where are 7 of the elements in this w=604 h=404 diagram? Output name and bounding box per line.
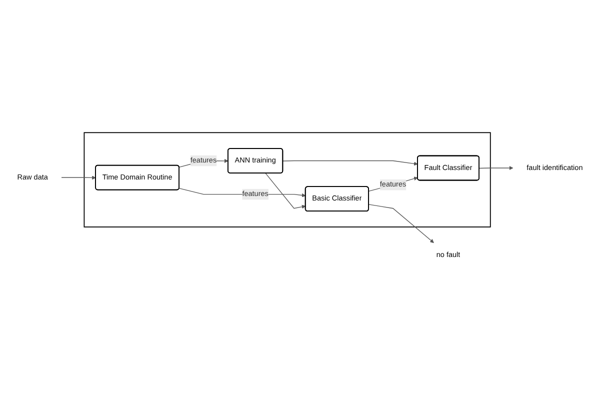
cluster	[84, 132, 491, 228]
arrow	[478, 166, 514, 170]
arrow	[265, 172, 306, 209]
arrow	[368, 204, 434, 244]
arrow	[368, 176, 418, 192]
arrow	[282, 160, 418, 166]
arrow	[61, 176, 96, 180]
